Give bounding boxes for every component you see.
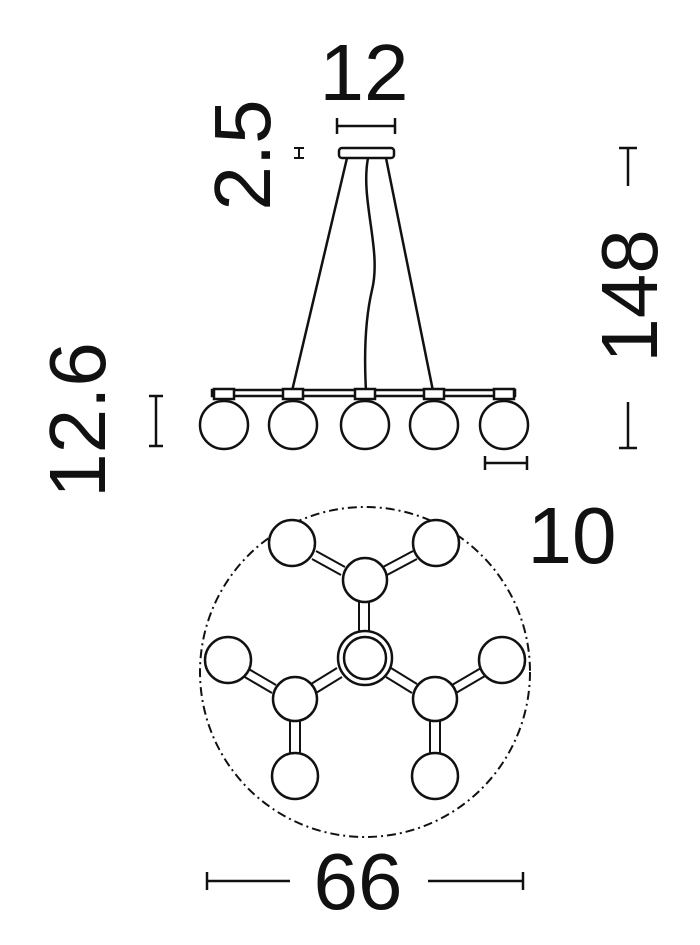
total-height-label: 148: [585, 229, 674, 362]
globe: [408, 399, 460, 451]
globe-diameter-marker: [483, 456, 529, 470]
globe-row: [198, 387, 530, 451]
globe: [270, 751, 320, 801]
suspension-cable-right: [384, 157, 435, 392]
globe: [477, 635, 527, 685]
footprint-outline: [199, 506, 531, 838]
suspension-cable-left: [290, 157, 349, 392]
bar-drop-marker: [149, 394, 163, 448]
globe-diameter-label: 10: [528, 491, 617, 580]
dimension-labels: 12 2.5 12.6 148 10 66: [33, 28, 674, 926]
arm-connectors: [242, 550, 486, 754]
globe: [339, 399, 391, 451]
overall-diameter-marker: [205, 872, 525, 890]
center-hub: [336, 629, 394, 687]
globe: [341, 556, 389, 604]
ceiling-canopy: [337, 146, 396, 160]
canopy-height-marker: [294, 147, 304, 159]
bar-drop-label: 12.6: [33, 342, 122, 498]
globe: [198, 399, 250, 451]
globe: [203, 635, 253, 685]
globe: [478, 399, 530, 451]
globe-cap: [212, 387, 236, 401]
globe: [267, 518, 317, 568]
overall-diameter-label: 66: [314, 837, 403, 926]
canopy-width-marker: [335, 118, 397, 134]
globe-cap: [281, 387, 305, 401]
side-elevation-view: [198, 146, 530, 451]
top-plan-view: [199, 506, 531, 838]
globe-cap: [492, 387, 516, 401]
canopy-width-label: 12: [320, 28, 409, 117]
globe: [410, 751, 460, 801]
dimension-markers: [149, 118, 637, 890]
globe: [411, 518, 461, 568]
power-cord: [363, 157, 376, 392]
total-height-marker: [619, 146, 637, 450]
globe: [411, 675, 459, 723]
globe: [267, 399, 319, 451]
globe: [271, 675, 319, 723]
globe-cap: [422, 387, 446, 401]
globe-cap: [353, 387, 377, 401]
plan-globes: [203, 518, 527, 801]
canopy-height-label: 2.5: [198, 99, 287, 210]
